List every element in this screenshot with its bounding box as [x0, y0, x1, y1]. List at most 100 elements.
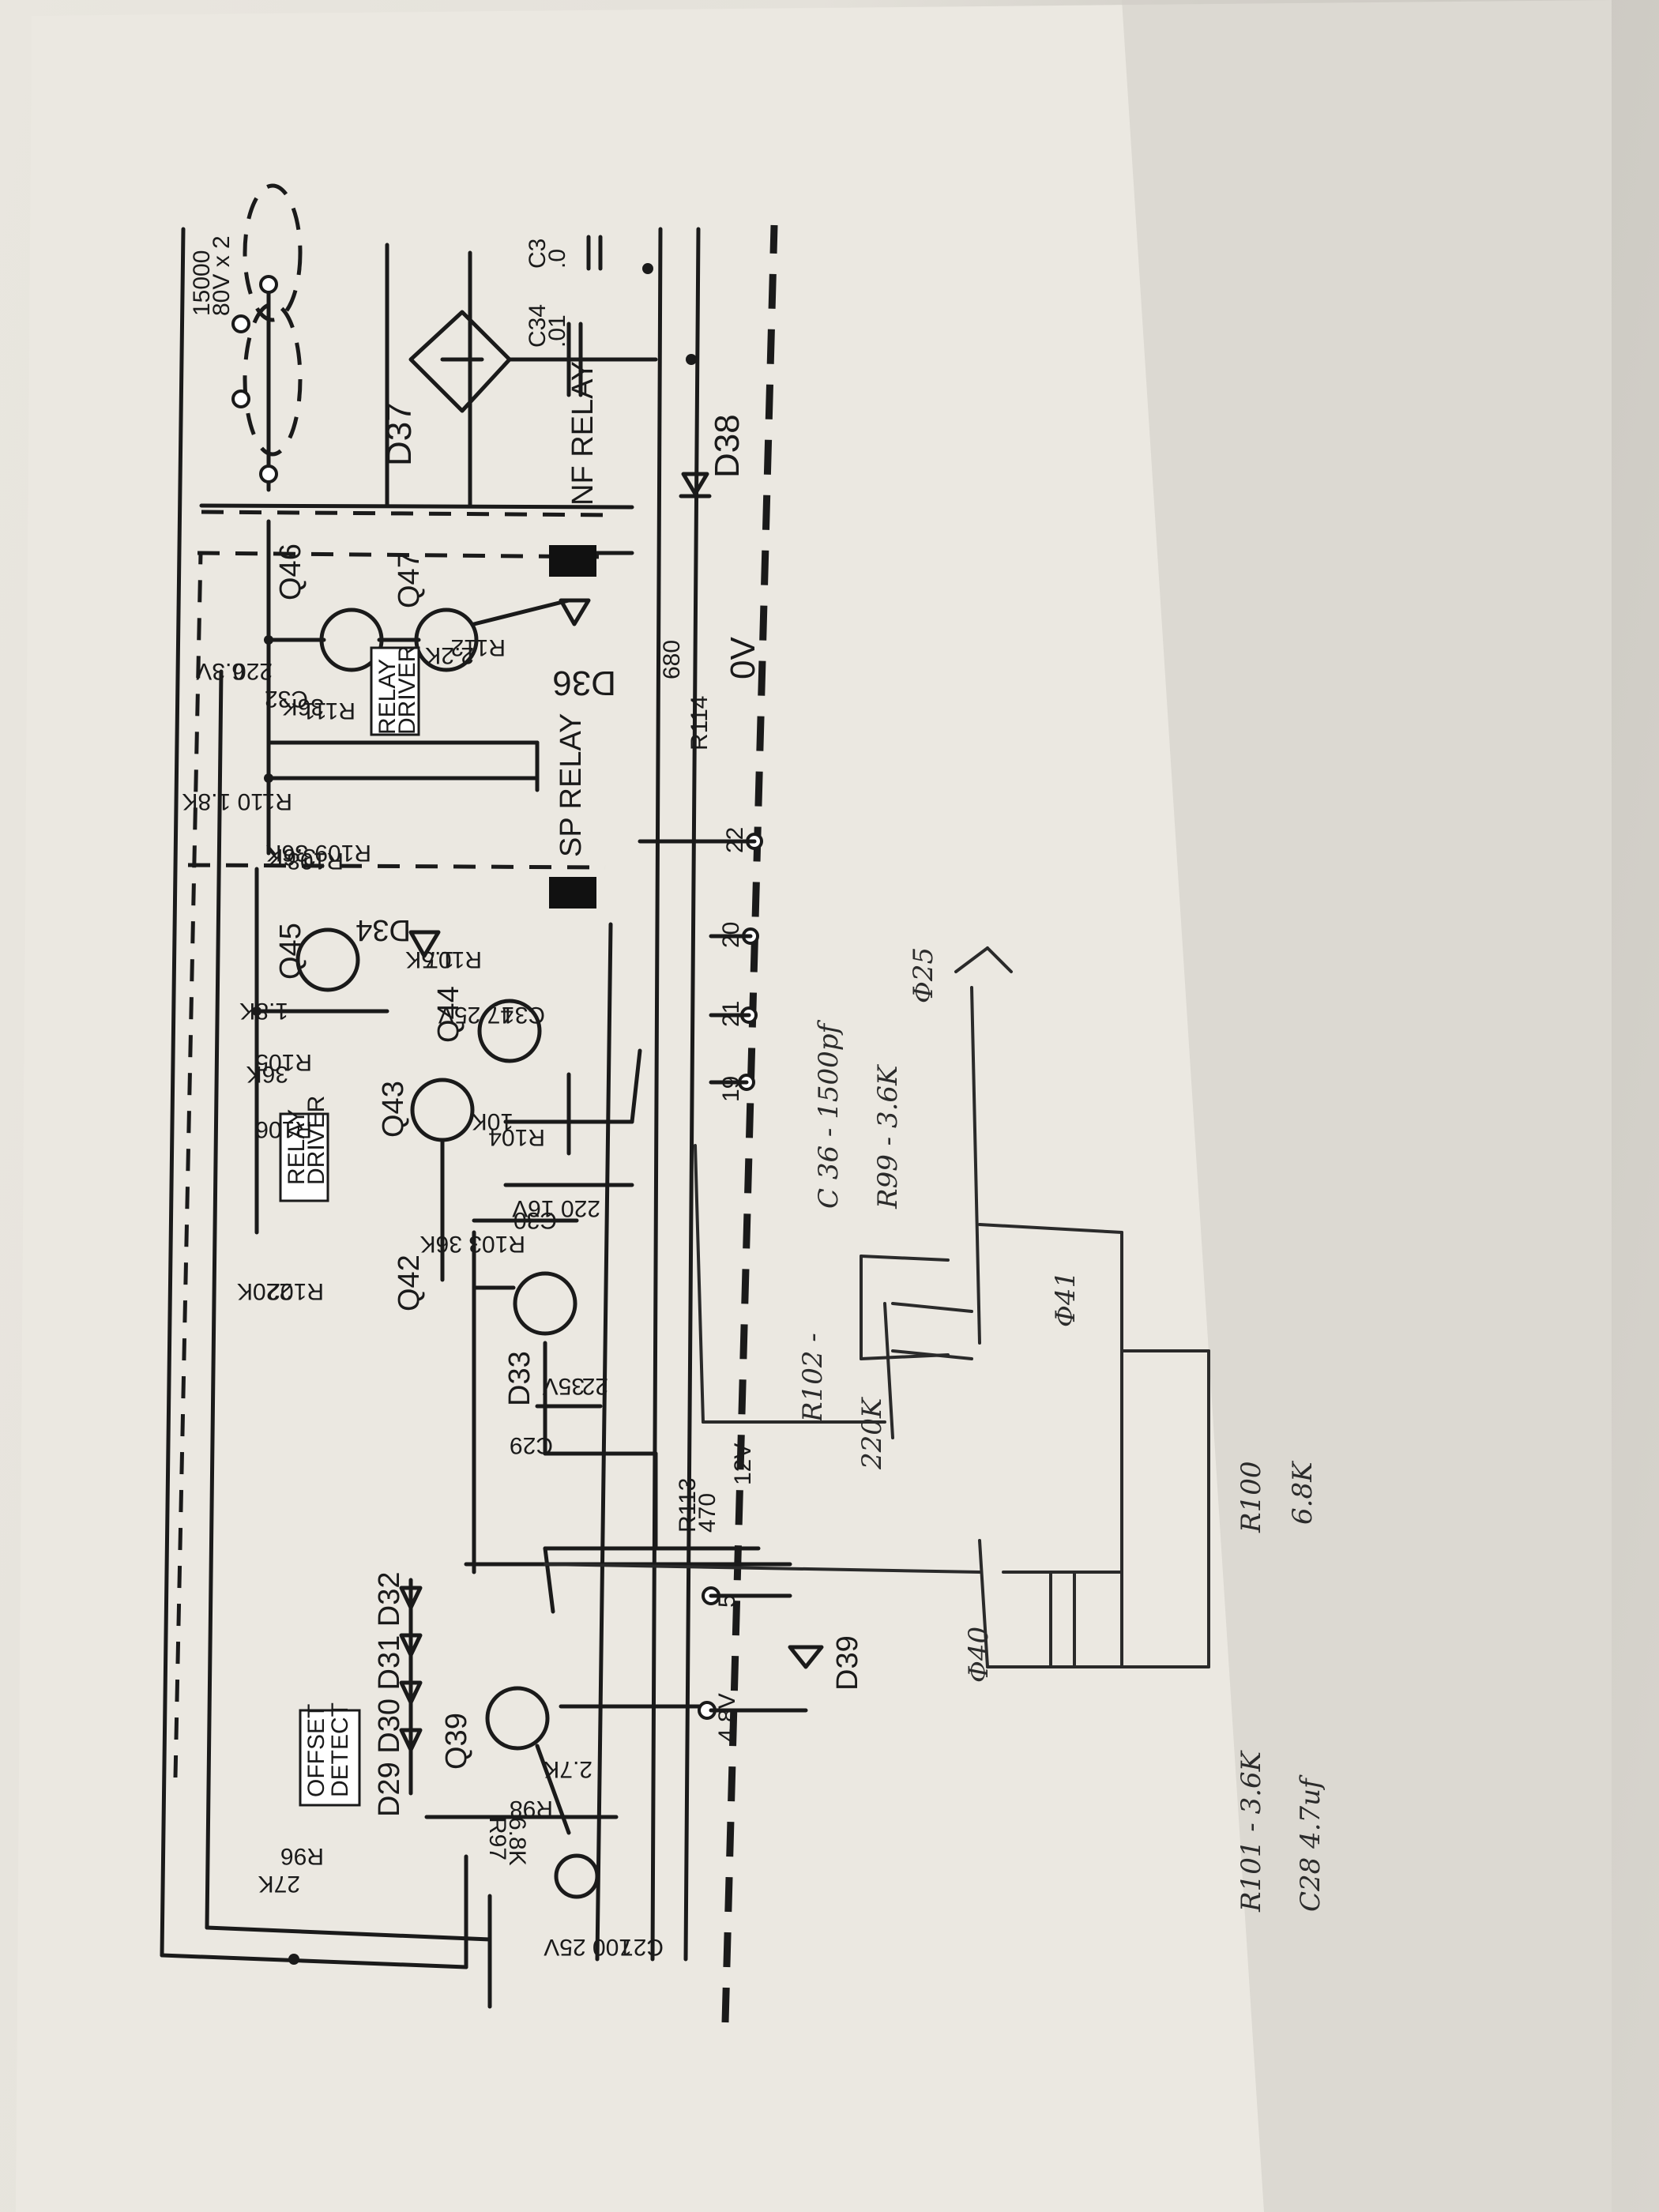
label-c31: C31 — [502, 1002, 545, 1028]
d36-diode — [559, 598, 591, 626]
label-d36: D36 — [552, 664, 616, 702]
pen-wire — [544, 1563, 981, 1574]
label-r112: R112 — [451, 634, 506, 660]
relay-driver-box-sp — [279, 1112, 329, 1202]
label-c34: C34 — [525, 304, 551, 348]
paper-shadow — [1122, 0, 1612, 2212]
label-zero-volt: 0V — [724, 637, 762, 679]
supply-bus-a — [683, 227, 701, 1962]
label-diode-chain: D29 D30 D31 D32 — [373, 1571, 406, 1817]
left-inner-wire — [205, 669, 224, 1930]
label-c32-value-1: 220 — [233, 658, 273, 684]
junction-dot — [642, 263, 653, 274]
q25-stub — [986, 946, 1013, 973]
d39-led — [788, 1645, 824, 1669]
label-detect: DETECT — [327, 1702, 353, 1797]
pen-wire — [978, 1223, 1123, 1234]
label-c32: C32 — [265, 686, 308, 712]
label-q39: Q39 — [440, 1713, 473, 1770]
offset-detect-section — [299, 1546, 824, 1899]
hw-c36: C 36 - 1500pf — [813, 1020, 845, 1209]
pen-wire — [694, 1144, 705, 1424]
q39-transistor — [485, 1686, 550, 1751]
nf-relay-border-top — [201, 510, 617, 517]
label-c27: C27 — [620, 1934, 664, 1960]
label-r102: R102 — [267, 1278, 324, 1304]
label-r108: R108 — [287, 848, 344, 874]
wire — [543, 1546, 555, 1614]
label-terminal-21: 21 — [718, 1001, 744, 1027]
q42-section — [472, 1230, 658, 1574]
hw-r102: R102 - — [797, 1333, 829, 1423]
terminal — [231, 314, 250, 333]
junction-dot — [288, 1954, 299, 1965]
hw-q25: Φ25 — [908, 947, 939, 1003]
handwritten-labels: Φ40 Φ41 Φ25 R102 - 220K C 36 - 1500pf R9… — [797, 947, 1326, 1913]
d29-diode — [399, 1728, 423, 1752]
cap-bank-outline — [243, 183, 303, 322]
d32-diode — [399, 1586, 423, 1610]
label-4-8v: 4.8V — [714, 1693, 740, 1742]
bottom-left-wire — [160, 1953, 468, 1969]
label-r111-value: 36K — [282, 694, 324, 720]
d30-diode — [399, 1680, 423, 1705]
sp-relay-border — [187, 863, 606, 870]
label-relay-nf: RELAY — [374, 659, 401, 735]
label-r108-value: 3.6K — [267, 844, 316, 870]
label-c3-value: .0 — [544, 249, 570, 269]
wire — [472, 598, 571, 626]
q45-transistor — [295, 927, 360, 992]
label-d33: D33 — [503, 1351, 536, 1406]
relay-driver-sp — [252, 867, 642, 1282]
label-terminal-20: 20 — [718, 922, 744, 948]
module-borders — [173, 510, 617, 1778]
label-d34: D34 — [356, 913, 411, 946]
connector-terminals — [638, 833, 763, 1091]
label-r104: R104 — [488, 1124, 545, 1150]
hw-r99: R99 - 3.6K — [872, 1063, 904, 1209]
label-r104-value: 10K — [472, 1108, 514, 1134]
label-terminal-5: 5 — [714, 1594, 740, 1608]
label-r98-value: 2.7K — [544, 1756, 592, 1782]
wire — [630, 1048, 642, 1124]
q42-transistor — [513, 1271, 577, 1336]
label-r111: R111 — [303, 698, 356, 724]
hw-r102-value: 220K — [856, 1396, 888, 1470]
label-r96: R96 — [280, 1843, 324, 1869]
label-r96-value: 27K — [258, 1871, 300, 1897]
hw-r100: R100 — [1236, 1462, 1267, 1534]
label-c29-value-2: 35V — [543, 1373, 585, 1399]
pen-wire — [891, 1302, 973, 1313]
q40-base — [978, 1539, 989, 1668]
label-r109: R109 36K — [266, 840, 371, 866]
q25-stub — [954, 946, 989, 973]
label-driver-sp: DRIVER — [303, 1096, 329, 1185]
label-r103: R103 36K — [420, 1231, 525, 1257]
pen-wire — [883, 1302, 894, 1439]
label-d37: D37 — [380, 402, 419, 466]
label-r106-value: 36K — [246, 1061, 288, 1087]
junction-dot — [686, 354, 697, 365]
sp-relay-coil — [549, 877, 596, 908]
label-c30-value: 220 16V — [512, 1195, 600, 1221]
label-terminal-19: 19 — [718, 1076, 744, 1102]
offset-module-border — [173, 552, 203, 1778]
hw-c28: C28 4.7uf — [1295, 1774, 1326, 1912]
hw-r100-value: 6.8K — [1287, 1460, 1319, 1525]
label-c34-value: .01 — [544, 314, 570, 348]
terminal — [231, 389, 250, 408]
nf-relay-coil — [549, 545, 596, 577]
label-q46: Q46 — [274, 544, 307, 600]
relay-driver-nf — [264, 519, 634, 856]
label-c30: C30 — [514, 1207, 557, 1233]
label-r114: R114 — [687, 696, 713, 751]
junction-dot — [252, 1006, 261, 1016]
supply-bus-c — [595, 922, 613, 1962]
bridge-rectifier-d37 — [408, 310, 512, 413]
label-r110: R110 1.8K — [182, 788, 292, 814]
label-offset: OFFSET — [303, 1704, 329, 1797]
label-r113: R113 — [675, 1478, 701, 1533]
hw-q40: Φ40 — [963, 1627, 995, 1683]
label-12v: 12V — [730, 1443, 756, 1485]
q44-transistor — [477, 999, 542, 1063]
